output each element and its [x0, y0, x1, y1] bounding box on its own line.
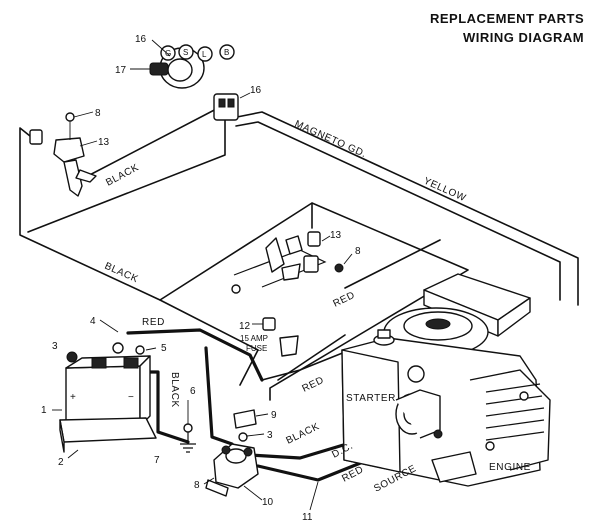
fuse-icon: [252, 317, 299, 357]
terminal-b: B: [224, 48, 229, 57]
part-number-13-center: 13: [330, 230, 342, 241]
terminal-l: L: [202, 50, 207, 59]
wire-yellow: [231, 111, 579, 306]
harness-connector-icon: [213, 92, 251, 121]
terminal-s: S: [183, 48, 188, 57]
part-number-1: 1: [41, 405, 47, 416]
label-black-dc: BLACK: [284, 421, 321, 447]
part-number-16-connector: 16: [250, 85, 262, 96]
part-number-9: 9: [271, 410, 277, 421]
part-number-16-switch: 16: [135, 34, 147, 45]
part-number-10: 10: [262, 497, 274, 508]
ignition-switch-icon: G S L B: [130, 39, 235, 89]
part-number-2: 2: [58, 457, 64, 468]
label-magneto-gd: MAGNETO GD.: [293, 119, 368, 161]
part-number-7: 7: [154, 455, 160, 466]
part-number-3-battery: 3: [52, 341, 58, 352]
part-number-8-top: 8: [95, 108, 101, 119]
label-red-source: RED: [340, 464, 365, 484]
battery-icon: + −: [52, 319, 157, 459]
label-black-vertical: BLACK: [169, 372, 180, 408]
terminal-cover-icon: [233, 409, 269, 429]
part-number-3-solenoid: 3: [267, 430, 273, 441]
label-red-center: RED: [331, 290, 356, 310]
engine-icon: [341, 273, 551, 487]
wire-black-upper: [79, 105, 223, 181]
part-number-6: 6: [190, 386, 196, 397]
label-red-lower: RED: [300, 375, 325, 395]
wire-battery-solenoid: [204, 346, 234, 446]
wire-center-loop: [159, 202, 469, 401]
part-number-13-left: 13: [98, 137, 110, 148]
solenoid-icon: [203, 432, 265, 501]
wire-red-battery: [126, 328, 264, 382]
label-red-top: RED: [142, 317, 165, 328]
part-number-8-center: 8: [355, 246, 361, 257]
safety-switch-icon: [29, 111, 98, 197]
wire-black-inner: [27, 119, 226, 233]
svg-text:−: −: [128, 392, 134, 403]
label-engine: ENGINE: [489, 462, 531, 473]
center-switch-icon: [231, 231, 353, 294]
wire-red-center: [344, 239, 441, 289]
part-number-17: 17: [115, 65, 127, 76]
title-line-1: REPLACEMENT PARTS: [430, 11, 584, 26]
part-number-12: 12: [239, 321, 251, 332]
label-black-upper: BLACK: [104, 162, 141, 189]
part-number-8-solenoid: 8: [194, 480, 200, 491]
title-line-2: WIRING DIAGRAM: [463, 30, 584, 45]
part-number-4: 4: [90, 316, 96, 327]
part-number-5: 5: [161, 343, 167, 354]
terminal-g: G: [165, 49, 171, 58]
label-fuse-line-2: FUSE: [246, 344, 267, 353]
wire-red-solenoid: [261, 351, 346, 381]
label-fuse-line-1: 15 AMP: [240, 334, 268, 343]
wire-magneto-ground: [235, 121, 561, 301]
svg-text:+: +: [70, 392, 76, 403]
label-yellow: YELLOW: [422, 176, 468, 204]
part-number-11: 11: [302, 512, 313, 523]
label-starter: STARTER: [346, 393, 396, 404]
wire-black-left-loop: [19, 127, 259, 386]
ground-icon: [180, 400, 196, 453]
